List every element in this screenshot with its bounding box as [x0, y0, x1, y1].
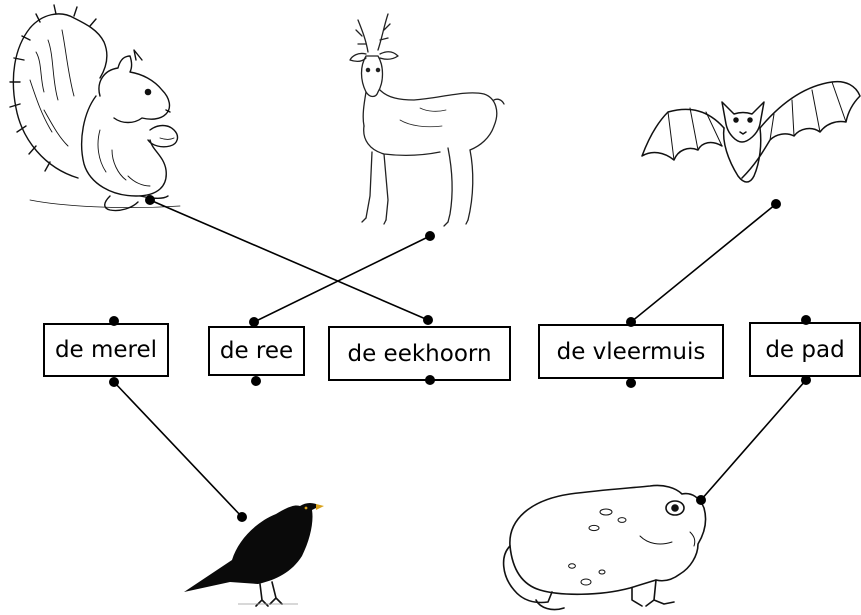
- word-label-ree: de ree: [219, 338, 294, 364]
- word-box-eekhoorn: de eekhoorn: [328, 326, 511, 381]
- word-box-ree: de ree: [208, 326, 305, 376]
- blackbird-illustration: [184, 503, 324, 607]
- word-label-merel: de merel: [54, 337, 158, 363]
- word-box-pad: de pad: [749, 322, 861, 377]
- bat-illustration: [641, 80, 861, 183]
- toad-illustration: [502, 484, 707, 611]
- word-label-eekhoorn: de eekhoorn: [347, 340, 492, 367]
- word-label-vleermuis: de vleermuis: [556, 338, 706, 365]
- word-box-merel: de merel: [43, 323, 169, 377]
- roe-deer-illustration: [349, 13, 505, 227]
- word-box-vleermuis: de vleermuis: [538, 324, 724, 379]
- squirrel-illustration: [9, 4, 181, 212]
- word-label-pad: de pad: [765, 336, 845, 363]
